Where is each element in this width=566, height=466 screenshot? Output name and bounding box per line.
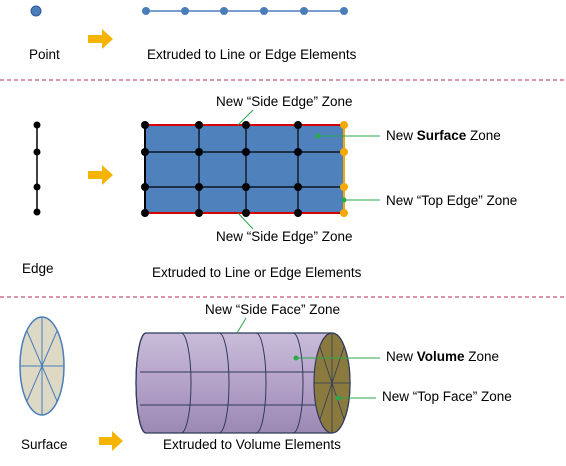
edge-label: Edge [22,261,54,276]
point-result-text: Extruded to Line or Edge Elements [147,47,357,62]
edge-leader-lines [237,109,380,230]
point-label: Point [29,47,60,62]
extruded-line [142,7,348,15]
line-node [260,7,268,15]
surface-section [19,316,380,451]
top-edge-callout: New “Top Edge” Zone [386,193,518,208]
side-edge-bottom-callout: New “Side Edge” Zone [216,229,353,244]
surface-zone-callout: New Surface Zone [386,128,501,144]
side-edge-top-callout: New “Side Edge” Zone [216,94,353,109]
line-node [340,7,348,15]
surface-zone-prefix: New [386,128,417,143]
line-node [181,7,189,15]
top-face [313,332,351,434]
surface-zone-suffix: Zone [466,128,501,143]
surface-zone-bold: Surface [416,128,467,143]
volume-zone-callout: New Volume Zone [386,349,499,365]
volume-zone-suffix: Zone [464,349,500,364]
edge-icon [33,121,41,216]
extruded-surface-mesh [141,121,348,217]
mesh-nodes [141,121,348,217]
line-node [300,7,308,15]
line-node [142,7,150,15]
surface-leader-lines [236,317,380,401]
side-face-callout: New “Side Face” Zone [205,302,341,317]
extruded-volume-cylinder [135,332,351,434]
edge-section [33,109,380,230]
surface-result-text: Extruded to Volume Elements [163,437,341,452]
point-section [30,5,348,49]
arrow-right-icon [88,165,113,185]
point-dot-icon [30,5,42,17]
arrow-right-icon [99,431,123,451]
top-face-callout: New “Top Face” Zone [382,389,512,404]
line-node [220,7,228,15]
volume-zone-bold: Volume [416,349,465,364]
surface-ellipse-icon [19,316,65,416]
surface-label: Surface [21,437,68,452]
edge-result-text: Extruded to Line or Edge Elements [152,265,362,280]
volume-zone-prefix: New [386,349,417,364]
arrow-right-icon [88,29,113,49]
